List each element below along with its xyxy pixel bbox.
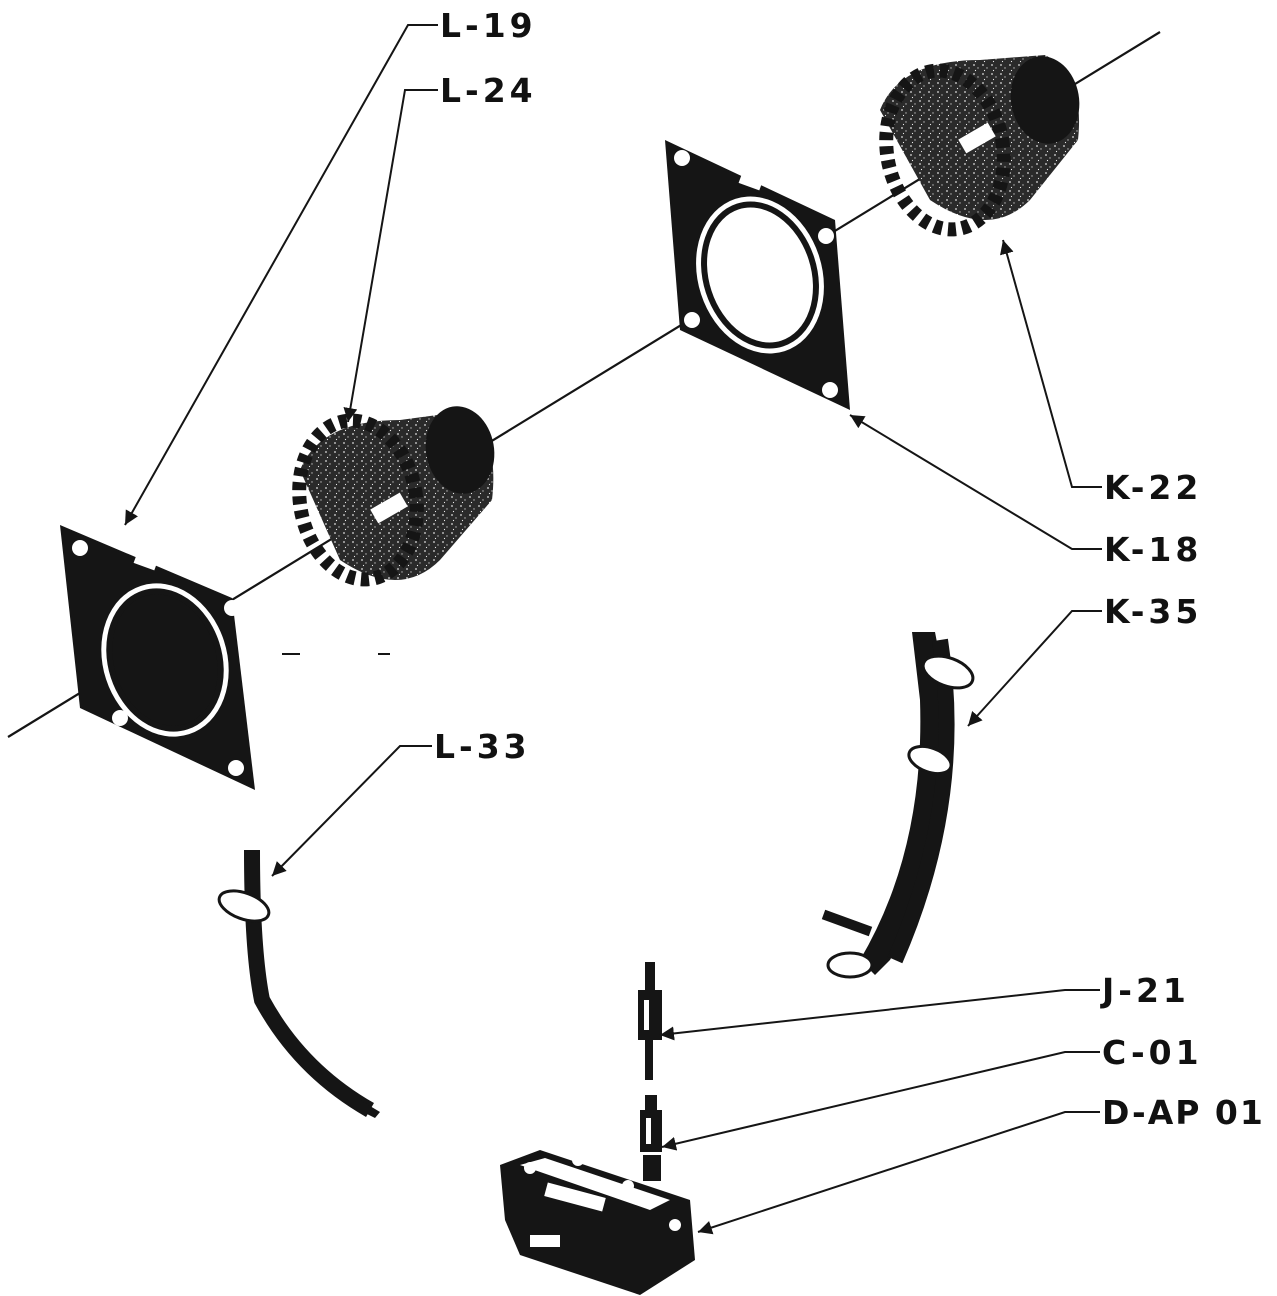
pin-c01 bbox=[640, 1095, 662, 1181]
leader-dap01 bbox=[697, 1111, 1100, 1235]
leader-l33 bbox=[271, 745, 432, 877]
leader-l24 bbox=[343, 89, 438, 423]
pin-j21 bbox=[638, 962, 662, 1080]
label-l24: L-24 bbox=[440, 71, 537, 110]
label-l19: L-19 bbox=[440, 6, 537, 45]
leader-k35 bbox=[967, 610, 1102, 727]
label-l33: L-33 bbox=[434, 727, 531, 766]
bracket-l33 bbox=[217, 849, 380, 1118]
toothed-cup-l24 bbox=[292, 406, 495, 587]
toothed-cup-k22 bbox=[879, 55, 1080, 237]
leader-k18 bbox=[849, 414, 1102, 550]
label-dap01: D-AP 01 bbox=[1102, 1093, 1265, 1132]
label-k22: K-22 bbox=[1104, 468, 1202, 507]
leader-l19 bbox=[124, 24, 438, 526]
label-c01: C-01 bbox=[1102, 1033, 1203, 1072]
bracket-k35 bbox=[821, 632, 975, 979]
flange-plate-l19 bbox=[60, 525, 255, 790]
leader-j21 bbox=[659, 989, 1100, 1041]
base-block-dap01 bbox=[500, 1150, 695, 1295]
flange-plate-k18 bbox=[665, 140, 850, 410]
leader-k22 bbox=[1000, 239, 1102, 488]
label-k18: K-18 bbox=[1104, 530, 1202, 569]
leader-c01 bbox=[661, 1051, 1100, 1151]
label-j21: J-21 bbox=[1100, 971, 1190, 1010]
label-k35: K-35 bbox=[1104, 592, 1202, 631]
